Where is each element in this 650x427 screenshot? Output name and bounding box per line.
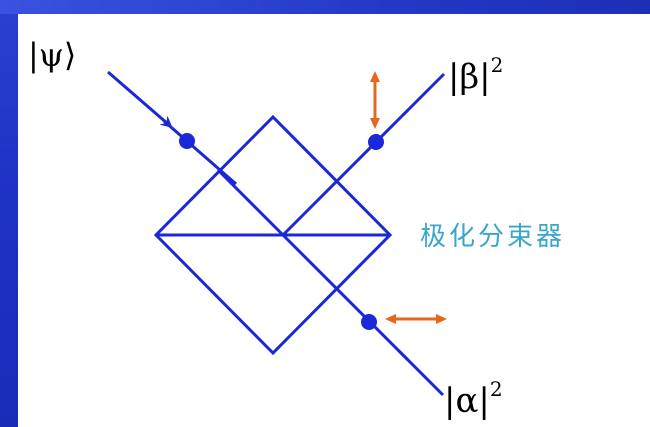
reflected-beam-tail [401,72,446,117]
beam-splitter-cube [153,114,393,356]
transmitted-beam [281,233,410,362]
output-beta-exponent: 2 [491,53,504,77]
output-alpha-text: |α| [444,381,490,421]
incoming-beam [163,119,237,186]
diagram-panel: |ψ⟩ |β|2 |α|2 极化分束器 [18,14,650,427]
output-alpha-label: |α|2 [444,377,503,421]
incoming-beam-arrow [107,70,173,128]
transmitted-beam-tail [396,348,445,397]
output-beta-text: |β| [448,57,491,97]
device-caption: 极化分束器 [420,222,565,252]
transmitted-photon-dot [361,314,377,330]
reflected-photon-dot [368,134,384,150]
beam-splitter-diagram: |ψ⟩ |β|2 |α|2 极化分束器 [28,36,565,421]
output-alpha-exponent: 2 [490,377,503,401]
input-photon-dot [179,133,195,149]
internal-beam [216,168,285,237]
output-beta-label: |β|2 [448,53,503,97]
reflected-beam [281,108,410,237]
input-state-label: |ψ⟩ [28,36,76,74]
